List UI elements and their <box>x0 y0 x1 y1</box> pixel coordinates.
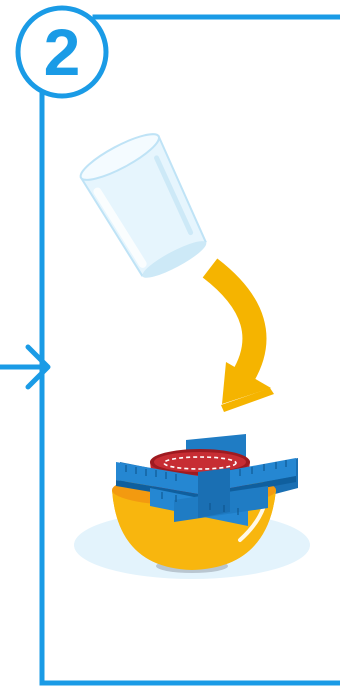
step-badge: 2 <box>15 5 109 99</box>
glass-icon <box>79 133 207 278</box>
bowl-with-sieve-icon <box>112 434 298 573</box>
step-number: 2 <box>44 15 81 89</box>
arrow-right-icon <box>0 344 51 390</box>
curved-arrow-down-icon <box>202 258 274 412</box>
panel-frame <box>39 14 340 686</box>
